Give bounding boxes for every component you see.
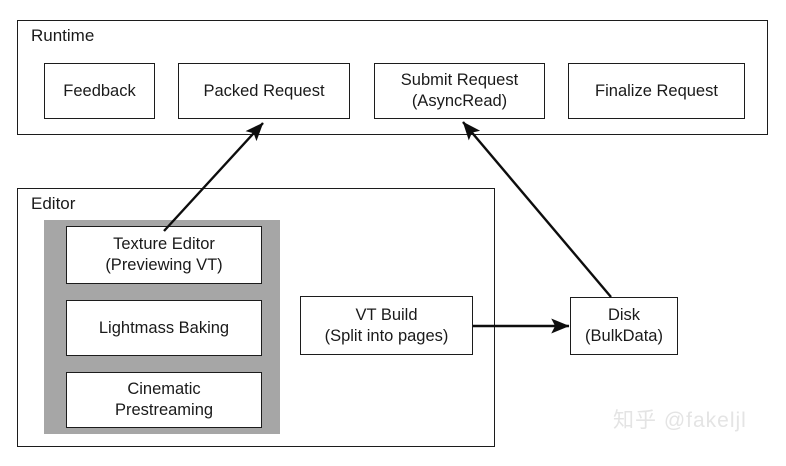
node-disk[interactable]: Disk (BulkData)	[570, 297, 678, 355]
node-disk-line2: (BulkData)	[585, 327, 663, 345]
node-submit-request-line1: Submit Request	[400, 71, 519, 89]
editor-group-label: Editor	[31, 194, 76, 213]
node-feedback[interactable]: Feedback	[44, 63, 155, 119]
node-texture-editor-line1: Texture Editor	[113, 235, 215, 253]
node-cinematic-prestreaming-line1: Cinematic	[127, 380, 201, 398]
node-disk-line1: Disk	[607, 306, 641, 324]
node-packed-request[interactable]: Packed Request	[178, 63, 350, 119]
node-finalize-request-line1: Finalize Request	[595, 81, 718, 100]
node-cinematic-prestreaming[interactable]: Cinematic Prestreaming	[66, 372, 262, 428]
node-vt-build-line1: VT Build	[355, 305, 418, 324]
node-finalize-request[interactable]: Finalize Request	[568, 63, 745, 119]
watermark: 知乎 @fakeljl	[613, 409, 747, 432]
node-feedback-line1: Feedback	[63, 81, 136, 100]
node-cinematic-prestreaming-line2: Prestreaming	[114, 401, 214, 419]
node-submit-request-line2: (AsyncRead)	[411, 92, 508, 110]
node-submit-request[interactable]: Submit Request (AsyncRead)	[374, 63, 545, 119]
node-packed-request-line1: Packed Request	[203, 81, 325, 100]
node-lightmass-baking[interactable]: Lightmass Baking	[66, 300, 262, 356]
node-vt-build-line2: (Split into pages)	[324, 326, 449, 345]
node-lightmass-baking-line1: Lightmass Baking	[98, 318, 230, 337]
node-vt-build[interactable]: VT Build (Split into pages)	[300, 296, 473, 355]
runtime-group-label: Runtime	[31, 26, 95, 45]
node-texture-editor[interactable]: Texture Editor (Previewing VT)	[66, 226, 262, 284]
node-texture-editor-line2: (Previewing VT)	[105, 256, 223, 274]
